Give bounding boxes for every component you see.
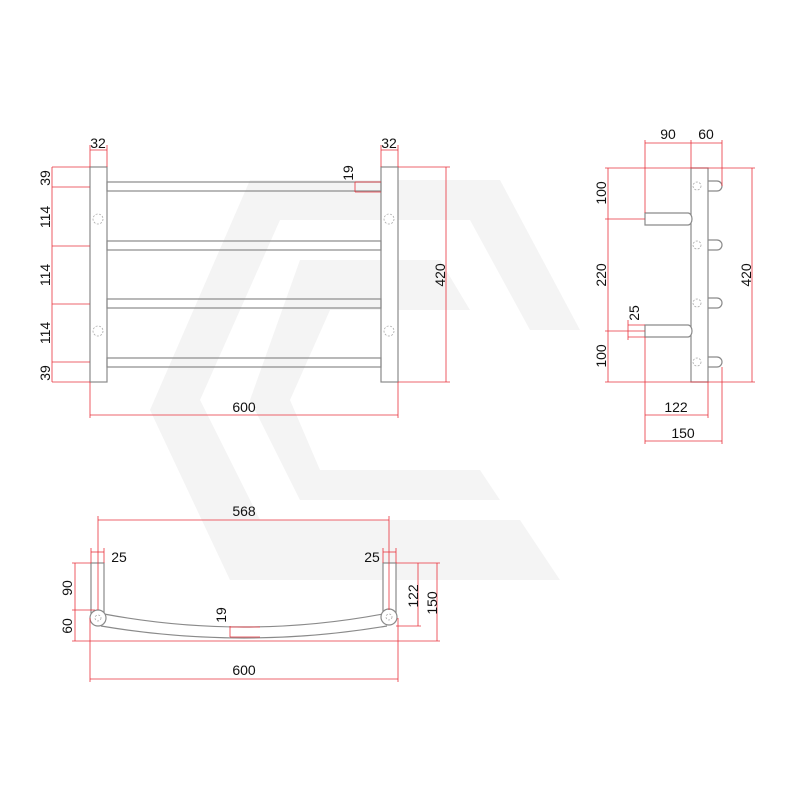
dim-overall-width: 600 — [232, 662, 256, 678]
dim-stub-left: 25 — [111, 549, 127, 565]
dimension-lines — [605, 140, 755, 444]
dim-spacing: 114 — [37, 322, 53, 345]
dimension-lines — [51, 145, 450, 418]
dim-arm-diameter: 25 — [626, 305, 642, 321]
screw-icon-part — [692, 357, 702, 367]
dimension-lines — [72, 516, 440, 682]
rail — [106, 357, 382, 368]
plan-view: 568 25 25 90 60 19 122 150 600 — [59, 503, 440, 682]
left-joint — [89, 609, 107, 627]
dim-overall-depth: 150 — [671, 425, 695, 441]
screw-icon-part — [383, 325, 395, 337]
dim-stub-right: 25 — [364, 549, 380, 565]
rail-end — [708, 180, 723, 192]
rail — [106, 240, 382, 251]
rail-end — [708, 239, 723, 251]
dim-spacing: 100 — [593, 344, 609, 368]
side-view: 90 60 100 220 100 25 420 122 150 — [593, 126, 755, 444]
watermark-logo — [150, 180, 580, 580]
dim-overall-height: 420 — [738, 263, 754, 287]
dim-spacing: 39 — [37, 170, 53, 186]
screw-icon-part — [92, 325, 104, 337]
dim-post-width-left: 32 — [90, 135, 106, 151]
screw-icon — [92, 213, 395, 337]
right-post — [380, 166, 399, 383]
screw-icon-part — [383, 213, 395, 225]
dim-arm-length: 90 — [59, 580, 75, 596]
dim-depth-to-plate: 122 — [664, 399, 688, 415]
rail — [106, 298, 382, 309]
dim-spacing: 114 — [37, 264, 53, 287]
wall-plate — [690, 167, 709, 383]
dim-spacing: 114 — [37, 206, 53, 229]
dim-rail-offset: 60 — [59, 618, 75, 634]
rail — [106, 181, 382, 192]
dim-overall-width: 600 — [232, 399, 256, 415]
screw-icon-part — [385, 613, 393, 621]
curved-rail — [103, 613, 384, 628]
front-view: 32 32 39 114 114 114 39 19 420 600 — [37, 135, 450, 418]
lower-arm — [644, 324, 693, 338]
dim-rail-diameter: 19 — [340, 165, 356, 181]
dim-overall-height: 420 — [432, 263, 448, 287]
dim-overall-depth: 150 — [424, 591, 440, 615]
screw-icon-part — [692, 181, 702, 191]
screw-icon-part — [94, 614, 102, 622]
rail-end — [708, 356, 723, 368]
dim-spacing: 39 — [37, 365, 53, 381]
right-joint — [380, 608, 398, 626]
screw-icon — [94, 613, 393, 622]
right-stub — [382, 562, 397, 614]
upper-arm — [644, 212, 693, 226]
screw-icon-part — [692, 240, 702, 250]
left-stub — [90, 562, 105, 614]
watermark-logo-part — [250, 260, 500, 500]
screw-icon-part — [92, 213, 104, 225]
dim-spacing: 100 — [593, 181, 609, 205]
dim-depth-to-plate: 122 — [405, 584, 421, 608]
screw-icon — [692, 181, 702, 367]
dim-spacing: 220 — [593, 263, 609, 287]
rail-end — [708, 297, 723, 309]
dim-centers-width: 568 — [232, 503, 256, 519]
dim-arm-length: 90 — [660, 126, 676, 142]
dim-post-width-right: 32 — [381, 135, 397, 151]
screw-icon-part — [692, 298, 702, 308]
left-post — [89, 166, 108, 383]
dim-rail-projection: 60 — [698, 126, 714, 142]
dim-rail-diameter: 19 — [213, 607, 229, 623]
curved-rail — [100, 625, 388, 639]
